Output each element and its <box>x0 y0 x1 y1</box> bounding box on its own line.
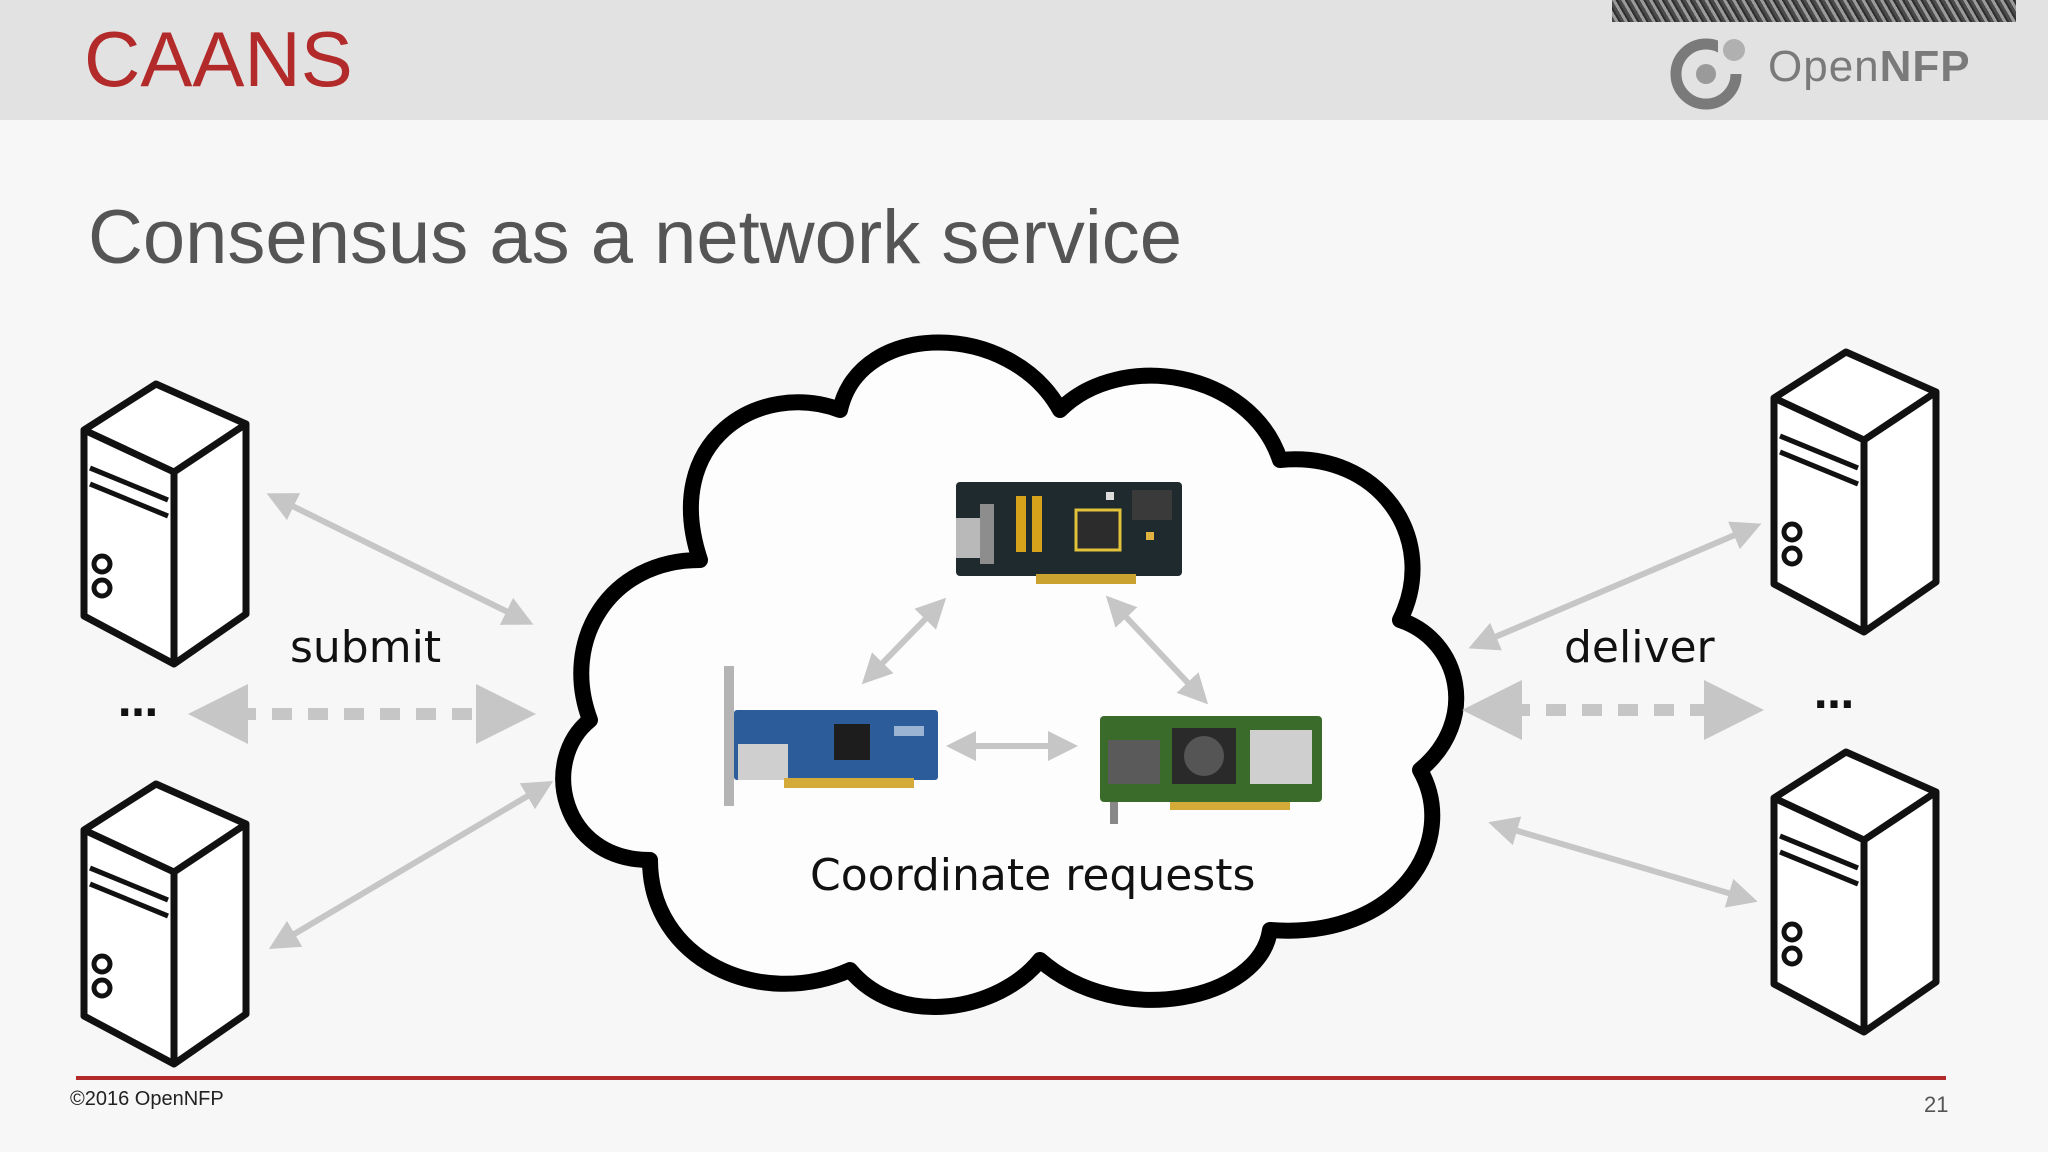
logo-text-open: Open <box>1768 42 1880 91</box>
footer-copyright: ©2016 OpenNFP <box>70 1088 224 1110</box>
inner-arrow-left <box>861 597 947 685</box>
video-overlay-strip <box>1612 0 2016 22</box>
slide-subtitle: Consensus as a network service <box>88 195 1183 280</box>
replicas-ellipsis: … <box>1814 672 1856 718</box>
deliver-label: deliver <box>1564 622 1715 673</box>
opennfp-logo: OpenNFP <box>1668 34 1988 110</box>
slide-title: CAANS <box>84 15 353 103</box>
replica-server-bottom-icon <box>1774 752 1936 1032</box>
submit-label: submit <box>290 622 442 673</box>
submit-arrow-bottom <box>268 780 554 950</box>
logo-text-nfp: NFP <box>1879 42 1971 91</box>
submit-arrow-top <box>266 493 534 625</box>
client-server-bottom-icon <box>84 784 246 1064</box>
cloud-icon <box>555 334 1465 1015</box>
network-card-green-icon <box>1100 716 1322 824</box>
opennfp-logo-mark-icon <box>1670 38 1758 110</box>
coordinate-requests-label: Coordinate requests <box>810 850 1256 901</box>
client-server-top-icon <box>84 384 246 664</box>
network-card-fpga-icon <box>956 482 1182 584</box>
footer-divider <box>76 1076 1946 1080</box>
network-card-blue-icon <box>724 666 938 806</box>
page-number: 21 <box>1924 1092 1949 1117</box>
deliver-arrow-bottom <box>1488 816 1758 908</box>
deliver-arrow-top <box>1468 521 1762 651</box>
replica-server-top-icon <box>1774 352 1936 632</box>
clients-ellipsis: … <box>118 680 160 726</box>
logo-wordmark: OpenNFP <box>1768 42 1971 92</box>
inner-arrow-right <box>1105 595 1209 705</box>
